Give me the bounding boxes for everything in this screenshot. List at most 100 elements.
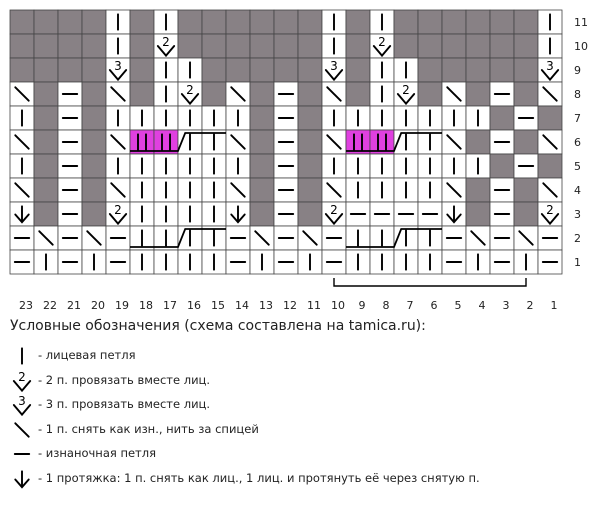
chart-cell	[465, 129, 491, 155]
col-label: 20	[91, 299, 105, 310]
slip-wyib-icon	[302, 230, 318, 246]
k2tog-icon: 2	[540, 203, 560, 226]
chart-cell	[345, 33, 371, 59]
k2tog-icon: 2	[108, 203, 128, 226]
chart-cell	[465, 177, 491, 203]
row-label: 1	[574, 256, 581, 269]
svg-text:2: 2	[18, 370, 26, 384]
chart-cell	[393, 9, 419, 35]
slip-wyib-icon	[446, 182, 462, 198]
slip-wyib-icon	[446, 134, 462, 150]
psso-icon	[230, 205, 246, 224]
chart-cell	[393, 33, 419, 59]
legend-item: 2 - 2 п. провязать вместе лиц.	[10, 369, 570, 392]
slip-wyib-icon	[38, 230, 54, 246]
chart-cell	[129, 57, 155, 83]
chart-cell	[441, 9, 467, 35]
k3tog-icon: 3	[108, 59, 128, 82]
chart-cell	[297, 105, 323, 131]
chart-cell	[441, 57, 467, 83]
row-label: 11	[574, 16, 588, 29]
slip-wyib-icon	[230, 182, 246, 198]
cable-cross-line	[130, 132, 226, 152]
chart-cell	[249, 81, 275, 107]
col-label: 9	[359, 299, 366, 310]
chart-cell	[33, 57, 59, 83]
chart-cell	[225, 33, 251, 59]
knit-stitch-icon	[377, 133, 387, 151]
chart-cell	[57, 57, 83, 83]
chart-cell	[33, 9, 59, 35]
k2tog-icon: 2	[396, 83, 416, 106]
chart-cell	[513, 81, 539, 107]
col-label: 18	[139, 299, 153, 310]
chart-cell	[465, 33, 491, 59]
knit-stitch-icon	[21, 347, 23, 365]
chart-cell	[345, 9, 371, 35]
cable-cross-line	[130, 228, 226, 248]
col-label: 11	[307, 299, 321, 310]
legend-text: - изнаночная петля	[38, 446, 157, 460]
legend-item: - лицевая петля	[10, 344, 570, 366]
chart-cell	[489, 153, 515, 179]
k2tog-icon: 2	[324, 203, 344, 226]
legend-text: - 1 п. снять как изн., нить за спицей	[38, 421, 259, 436]
knit-stitch-icon	[161, 133, 171, 151]
chart-cell	[57, 9, 83, 35]
row-label: 8	[574, 88, 581, 101]
chart-cell	[273, 9, 299, 35]
legend-text: - 2 п. провязать вместе лиц.	[38, 372, 211, 387]
slip-wyib-icon	[470, 230, 486, 246]
chart-cell	[249, 153, 275, 179]
col-label: 15	[211, 299, 225, 310]
col-label: 19	[115, 299, 129, 310]
slip-wyib-icon	[230, 134, 246, 150]
k2tog-icon: 2	[12, 370, 32, 392]
chart-overlay-lines	[130, 132, 527, 287]
k2tog-icon: 2	[180, 83, 200, 106]
legend-item: - изнаночная петля	[10, 442, 570, 464]
chart-cell	[153, 129, 179, 155]
legend-text: - 3 п. провязать вместе лиц.	[38, 397, 211, 411]
chart-cell	[177, 33, 203, 59]
chart-cell	[297, 57, 323, 83]
chart-cell	[81, 177, 107, 203]
slip-wyib-icon	[110, 86, 126, 102]
chart-cell	[297, 177, 323, 203]
psso-icon	[446, 205, 462, 224]
col-label: 8	[383, 299, 390, 310]
chart-cell	[273, 57, 299, 83]
col-label: 23	[19, 299, 33, 310]
chart-cell	[9, 9, 35, 35]
chart-cell	[249, 57, 275, 83]
row-label: 7	[574, 112, 581, 125]
col-label: 14	[235, 299, 249, 310]
slip-wyib-icon	[110, 134, 126, 150]
chart-cell	[465, 57, 491, 83]
slip-wyib-icon	[254, 230, 270, 246]
chart-cell	[441, 33, 467, 59]
chart-cell	[537, 153, 563, 179]
legend-item: - 1 протяжка: 1 п. снять как лиц., 1 лиц…	[10, 467, 570, 489]
slip-wyib-icon	[518, 230, 534, 246]
legend-text: - 1 протяжка: 1 п. снять как лиц., 1 лиц…	[38, 470, 480, 485]
row-label: 9	[574, 64, 581, 77]
chart-cell	[513, 177, 539, 203]
col-label: 10	[331, 299, 345, 310]
row-label: 4	[574, 184, 581, 197]
chart-cell	[465, 201, 491, 227]
chart-cell	[9, 57, 35, 83]
chart-cell	[33, 105, 59, 131]
row-label: 5	[574, 160, 581, 173]
chart-cell	[513, 129, 539, 155]
psso-icon	[14, 205, 30, 224]
chart-cell	[297, 153, 323, 179]
col-label: 12	[283, 299, 297, 310]
chart-cell	[417, 81, 443, 107]
chart-cell	[33, 81, 59, 107]
chart-cell	[345, 57, 371, 83]
chart-cell	[225, 9, 251, 35]
